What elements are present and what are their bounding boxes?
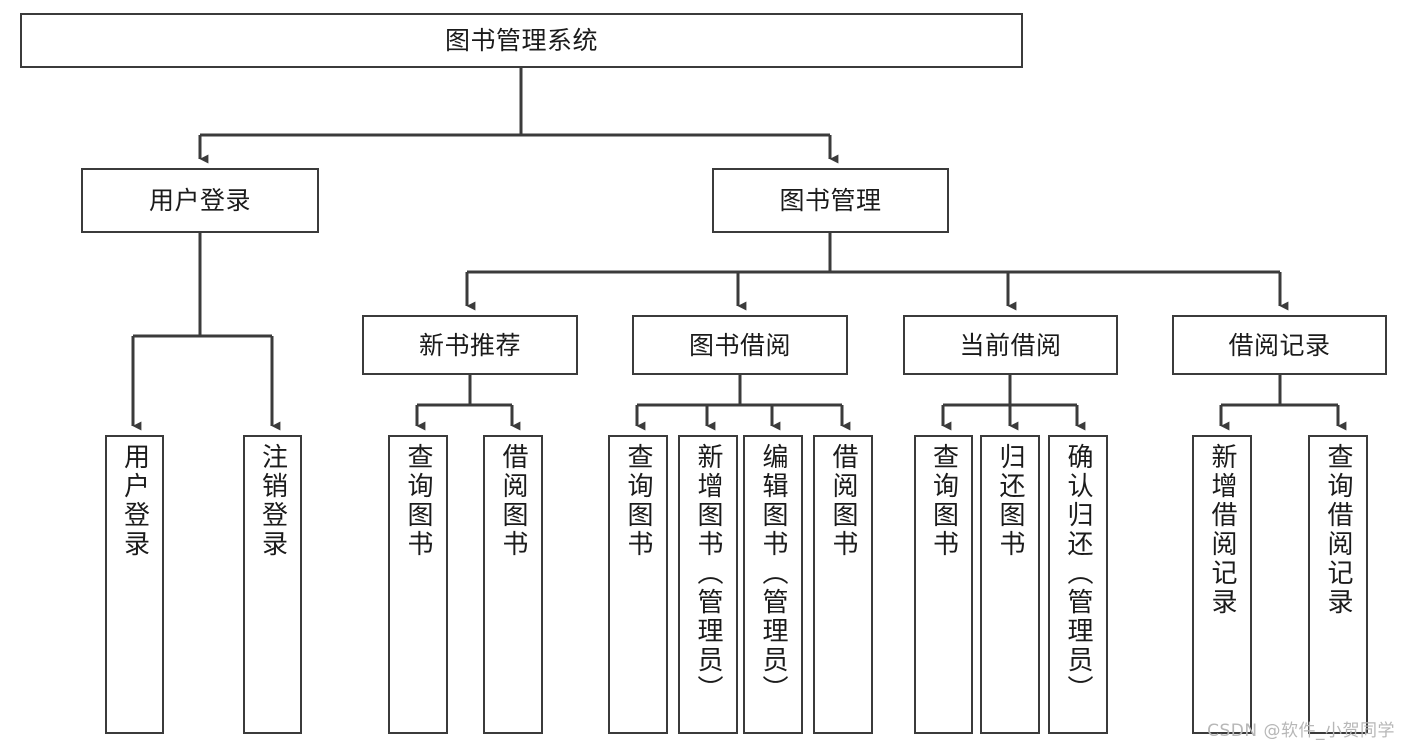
leaf-node[interactable]: 新增借阅记录 xyxy=(1192,435,1252,734)
leaf-node[interactable]: 查询图书 xyxy=(608,435,668,734)
leaf-node-label: 新增图书（管理员） xyxy=(693,443,723,704)
node-book-management-label: 图书管理 xyxy=(779,186,882,215)
node-borrow-records[interactable]: 借阅记录 xyxy=(1172,315,1387,375)
leaf-node-label: 新增借阅记录 xyxy=(1207,443,1237,617)
node-current-borrow-label: 当前借阅 xyxy=(959,330,1062,360)
leaf-node[interactable]: 注销登录 xyxy=(243,435,302,734)
leaf-node-label: 查询借阅记录 xyxy=(1323,443,1353,617)
node-new-book-recommend[interactable]: 新书推荐 xyxy=(362,315,578,375)
node-root-label: 图书管理系统 xyxy=(444,26,598,55)
leaf-node-label: 借阅图书 xyxy=(828,443,858,559)
node-book-borrow[interactable]: 图书借阅 xyxy=(632,315,848,375)
leaf-node[interactable]: 查询图书 xyxy=(914,435,973,734)
leaf-node[interactable]: 归还图书 xyxy=(980,435,1040,734)
leaf-node-label: 借阅图书 xyxy=(498,443,528,559)
leaf-node[interactable]: 编辑图书（管理员） xyxy=(743,435,803,734)
watermark-text: CSDN @软件_小贺同学 xyxy=(1207,721,1395,741)
node-new-book-recommend-label: 新书推荐 xyxy=(418,330,521,360)
node-user-login[interactable]: 用户登录 xyxy=(81,168,319,233)
leaf-node[interactable]: 查询图书 xyxy=(388,435,448,734)
leaf-node-label: 注销登录 xyxy=(257,443,288,559)
leaf-node-label: 查询图书 xyxy=(623,443,653,559)
leaf-node[interactable]: 查询借阅记录 xyxy=(1308,435,1368,734)
node-user-login-label: 用户登录 xyxy=(148,186,251,215)
leaf-node-label: 确认归还（管理员） xyxy=(1063,443,1093,704)
node-current-borrow[interactable]: 当前借阅 xyxy=(903,315,1118,375)
node-borrow-records-label: 借阅记录 xyxy=(1228,330,1331,360)
leaf-node-label: 归还图书 xyxy=(995,443,1025,559)
leaf-node[interactable]: 用户登录 xyxy=(105,435,164,734)
node-book-management[interactable]: 图书管理 xyxy=(712,168,949,233)
leaf-node-label: 用户登录 xyxy=(119,443,150,559)
leaf-node[interactable]: 借阅图书 xyxy=(813,435,873,734)
leaf-node-label: 编辑图书（管理员） xyxy=(758,443,788,704)
leaf-node[interactable]: 确认归还（管理员） xyxy=(1048,435,1108,734)
leaf-node[interactable]: 借阅图书 xyxy=(483,435,543,734)
node-book-borrow-label: 图书借阅 xyxy=(688,330,791,360)
node-root[interactable]: 图书管理系统 xyxy=(20,13,1023,68)
leaf-node[interactable]: 新增图书（管理员） xyxy=(678,435,738,734)
leaf-node-label: 查询图书 xyxy=(403,443,433,559)
leaf-node-label: 查询图书 xyxy=(928,443,959,559)
